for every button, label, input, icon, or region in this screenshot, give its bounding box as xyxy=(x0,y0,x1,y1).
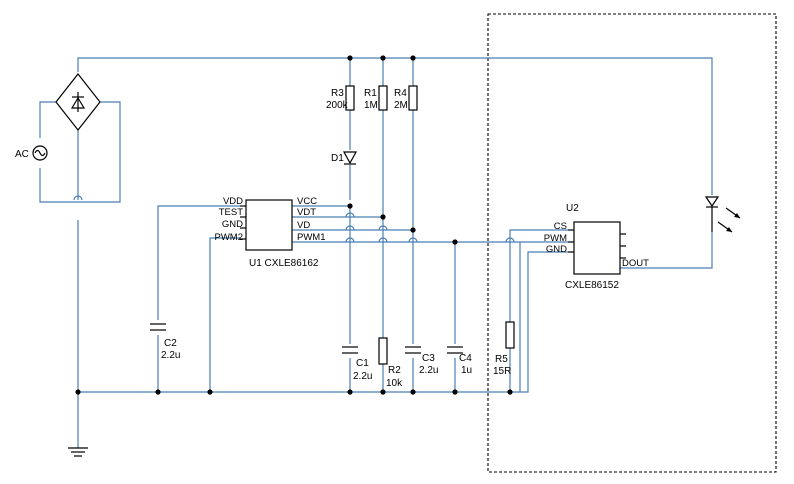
r4-ref: R4 xyxy=(394,88,407,99)
r1-ref: R1 xyxy=(364,88,377,99)
u1-pin-pwm1: PWM1 xyxy=(297,232,326,243)
ac-label: AC xyxy=(15,149,29,160)
c1-value: 2.2u xyxy=(353,371,372,382)
capacitor-c1: C1 2.2u xyxy=(342,346,372,382)
ic-u1: VDD TEST GND PWM2 VCC VDT VD PWM1 U1 CXL… xyxy=(215,196,326,269)
u1-pin-pwm2: PWM2 xyxy=(215,232,244,243)
r3-value: 200k xyxy=(326,100,349,111)
u1-pin-vdt: VDT xyxy=(297,207,316,218)
r2-ref: R2 xyxy=(388,365,401,376)
u1-pin-vcc: VCC xyxy=(297,196,317,207)
c2-ref: C2 xyxy=(164,338,177,349)
c3-ref: C3 xyxy=(422,353,435,364)
u2-pin-pwm: PWM xyxy=(544,233,567,244)
capacitor-c4: C4 1u xyxy=(447,346,472,376)
u2-pin-gnd: GND xyxy=(546,244,567,255)
c1-ref: C1 xyxy=(356,358,369,369)
junction-dots xyxy=(75,55,513,395)
resistor-r3: R3 200k xyxy=(326,85,355,111)
resistor-r2: R2 10k xyxy=(378,337,403,389)
resistor-r5: R5 15R xyxy=(493,321,515,377)
u1-title: U1 CXLE86162 xyxy=(249,258,319,269)
u1-pin-vdd: VDD xyxy=(223,196,243,207)
u1-pin-vd: VD xyxy=(297,220,310,231)
c4-ref: C4 xyxy=(459,353,472,364)
ic-u2: CS PWM GND DOUT U2 CXLE86152 xyxy=(544,203,649,291)
ac-source: AC xyxy=(15,145,48,161)
u2-ref: U2 xyxy=(566,203,579,214)
u2-pin-dout: DOUT xyxy=(622,258,649,269)
r2-value: 10k xyxy=(386,378,403,389)
d1-ref: D1 xyxy=(331,153,344,164)
diode-d1: D1 xyxy=(331,151,358,165)
bridge-rectifier xyxy=(55,73,101,131)
resistor-r4: R4 2M xyxy=(394,85,418,111)
capacitor-c2: C2 2.2u xyxy=(150,323,180,361)
wire-crossovers xyxy=(73,195,515,243)
r5-value: 15R xyxy=(493,366,511,377)
u2-pin-cs: CS xyxy=(554,221,567,232)
capacitor-c3: C3 2.2u xyxy=(405,346,438,376)
u1-pin-gnd: GND xyxy=(222,219,243,230)
r4-value: 2M xyxy=(394,100,408,111)
c2-value: 2.2u xyxy=(161,350,180,361)
led xyxy=(704,196,741,233)
r3-ref: R3 xyxy=(331,88,344,99)
c3-value: 2.2u xyxy=(419,365,438,376)
enclosure-boundary xyxy=(487,13,777,473)
u1-pin-test: TEST xyxy=(219,207,243,218)
resistor-r1: R1 1M xyxy=(364,85,388,111)
ground-symbol xyxy=(68,447,88,457)
u2-part: CXLE86152 xyxy=(565,280,619,291)
r5-ref: R5 xyxy=(495,354,508,365)
c4-value: 1u xyxy=(461,365,472,376)
r1-value: 1M xyxy=(364,100,378,111)
